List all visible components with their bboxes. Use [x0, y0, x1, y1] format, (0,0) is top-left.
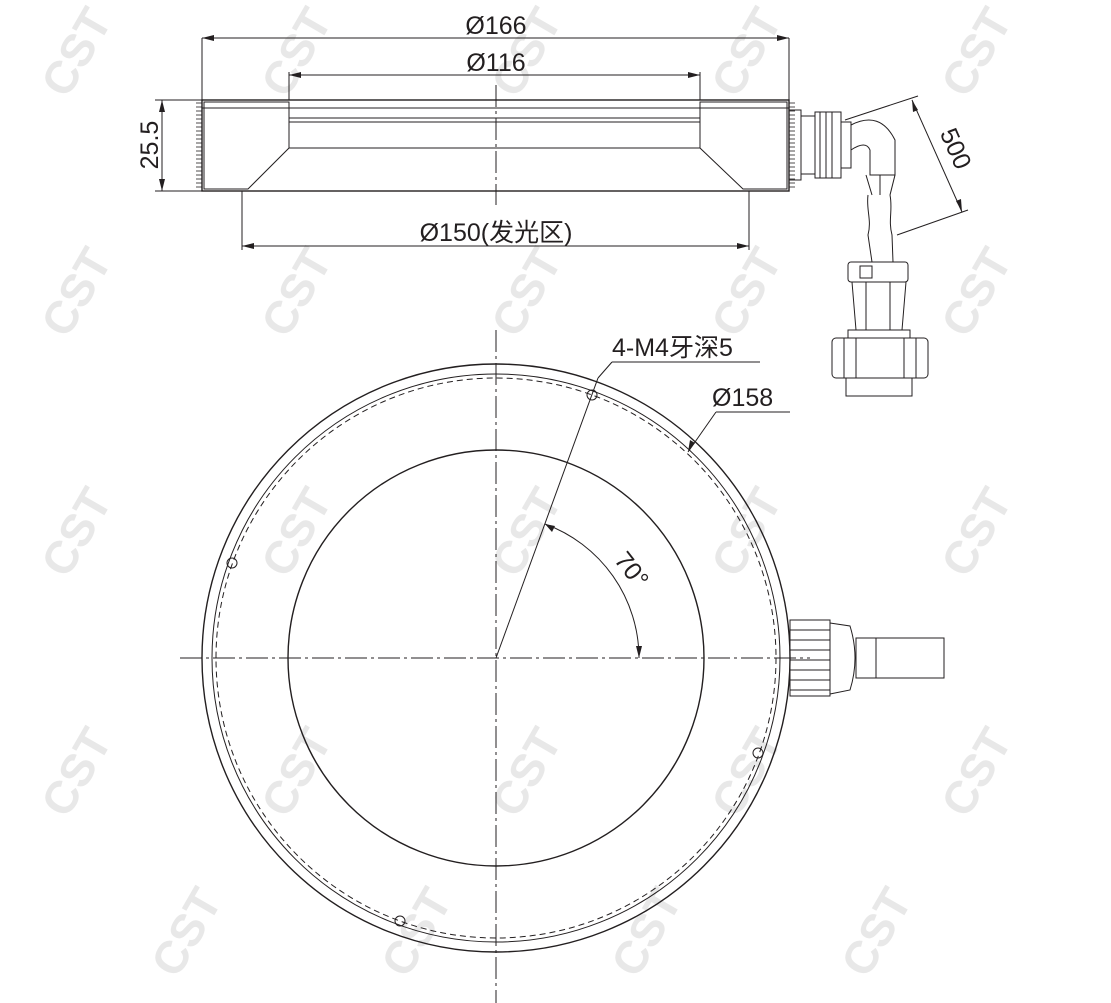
watermark-text: CST	[251, 239, 342, 345]
dim-height: 25.5	[136, 121, 164, 170]
cable-gland-side	[788, 109, 929, 397]
watermark-text: CST	[31, 0, 122, 105]
watermark-text: CST	[931, 0, 1022, 105]
watermark-text: CST	[481, 719, 572, 825]
callout-holes: 4-M4牙深5	[612, 334, 733, 362]
watermark-text: CST	[701, 719, 792, 825]
angle-arc	[544, 523, 640, 659]
watermark-text: CST	[701, 239, 792, 345]
watermark-text: CST	[251, 719, 342, 825]
watermark-text: CST	[31, 719, 122, 825]
watermark-text: CST	[371, 879, 462, 985]
dim-emitting-area: Ø150(发光区)	[420, 219, 573, 247]
dim-cable-length: 500	[934, 124, 977, 174]
side-view: Ø166 Ø116 25.5 Ø15	[136, 12, 977, 397]
dim-angle: 70°	[609, 547, 654, 594]
watermark-text: CST	[141, 879, 232, 985]
watermark-text: CST	[251, 479, 342, 585]
watermark-text: CST	[931, 239, 1022, 345]
watermark-text: CST	[601, 879, 692, 985]
watermark-text: CST	[701, 0, 792, 105]
dim-outer-diameter: Ø166	[465, 12, 526, 40]
dim-hole-circle: Ø158	[712, 384, 773, 412]
dim-inner-diameter: Ø116	[466, 49, 525, 77]
mounting-hole	[226, 557, 238, 569]
hole-circle	[215, 377, 777, 939]
dim-line-cable	[911, 99, 963, 213]
watermark-text: CST	[831, 879, 922, 985]
watermark-text: CST	[481, 479, 572, 585]
watermark-text: CST	[31, 479, 122, 585]
watermark-text: CST	[931, 719, 1022, 825]
inner-ring	[287, 449, 705, 867]
watermark-text: CST	[251, 0, 342, 105]
right-section-hatch	[699, 101, 788, 190]
mounting-hole	[394, 915, 406, 927]
cable-gland-top	[789, 619, 945, 697]
top-view: 70° 4-M4牙深5 Ø158	[180, 330, 945, 1003]
mounting-hole	[752, 747, 764, 759]
side-knurl	[196, 102, 795, 188]
mounting-hole	[586, 389, 598, 401]
watermark-text: CST	[31, 239, 122, 345]
watermark-text: CST	[481, 239, 572, 345]
watermark-text: CST	[701, 479, 792, 585]
left-section-hatch	[203, 101, 290, 190]
watermark-text: CST	[931, 479, 1022, 585]
